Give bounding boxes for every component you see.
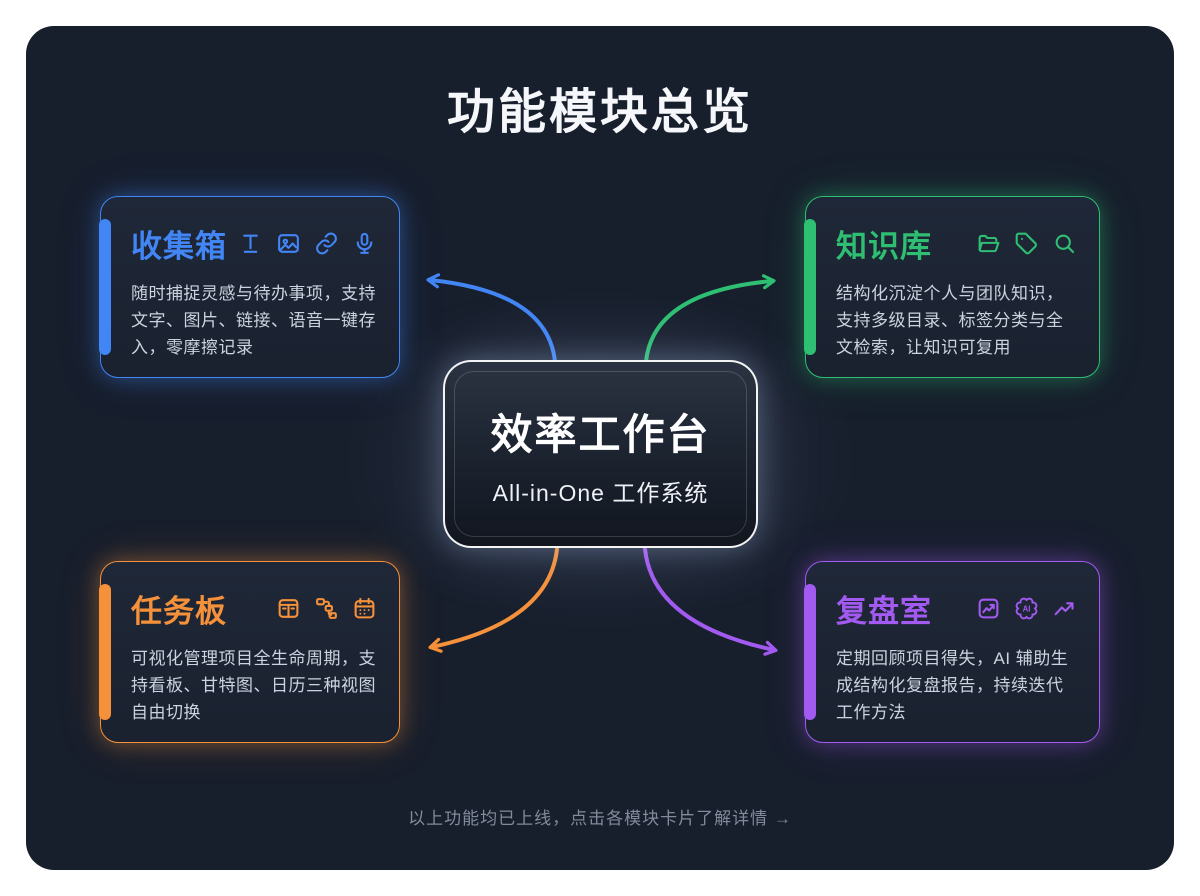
chart-icon [978, 598, 999, 619]
card-review[interactable]: 复盘室 AI 定期回顾项目得失，AI 辅助生成结构化复盘报告，持续迭代工作方法 [804, 561, 1100, 743]
card-inbox-description: 随时捕捉灵感与待办事项，支持文字、图片、链接、语音一键存入，零摩擦记录 [131, 284, 376, 358]
card-inbox[interactable]: 收集箱 随时捕捉灵感与待办事项，支持文字、图片、链接、语音一键存入，零摩擦记录 [99, 196, 400, 378]
card-inbox-icons [238, 231, 377, 256]
calendar-icon [354, 597, 375, 619]
trend-up-icon [1054, 602, 1074, 616]
link-icon [316, 232, 337, 255]
footer-note: 以上功能均已上线，点击各模块卡片了解详情 → [408, 809, 792, 828]
tag-icon [1015, 232, 1037, 255]
center-node: 效率工作台 All-in-One 工作系统 [443, 360, 758, 548]
card-inbox-title: 收集箱 [131, 229, 227, 264]
center-node-subtitle: All-in-One 工作系统 [492, 479, 709, 506]
text-icon [243, 234, 258, 253]
workflow-icon [316, 598, 337, 619]
card-review-description: 定期回顾项目得失，AI 辅助生成结构化复盘报告，持续迭代工作方法 [836, 649, 1069, 723]
card-knowledge-icons [976, 231, 1077, 256]
svg-text:AI: AI [1023, 604, 1031, 613]
page-title: 功能模块总览 [446, 86, 753, 139]
accent-bar [804, 219, 816, 355]
card-knowledge-description: 结构化沉淀个人与团队知识，支持多级目录、标签分类与全文检索，让知识可复用 [836, 284, 1064, 358]
card-tasks-description: 可视化管理项目全生命周期，支持看板、甘特图、日历三种视图自由切换 [131, 649, 376, 723]
search-icon [1055, 234, 1075, 254]
center-node-title: 效率工作台 [490, 410, 711, 458]
ai-badge-icon: AI [1015, 597, 1038, 620]
card-review-icons: AI [976, 596, 1077, 621]
image-icon [278, 234, 299, 253]
card-knowledge[interactable]: 知识库 结构化沉淀个人与团队知识，支持多级目录、标签分类与全文检索，让知识可复用 [804, 196, 1100, 378]
card-tasks[interactable]: 任务板 可视化管理项目全生命周期，支持看板、甘特 [99, 561, 400, 743]
card-tasks-title: 任务板 [131, 594, 227, 629]
card-review-title: 复盘室 [836, 594, 932, 629]
accent-bar [99, 584, 111, 720]
accent-bar [804, 584, 816, 720]
mic-icon [356, 232, 373, 254]
card-tasks-icons [276, 596, 377, 621]
card-knowledge-title: 知识库 [836, 229, 932, 264]
kanban-icon [278, 599, 299, 618]
accent-bar [99, 219, 111, 355]
folder-icon [978, 234, 1000, 253]
